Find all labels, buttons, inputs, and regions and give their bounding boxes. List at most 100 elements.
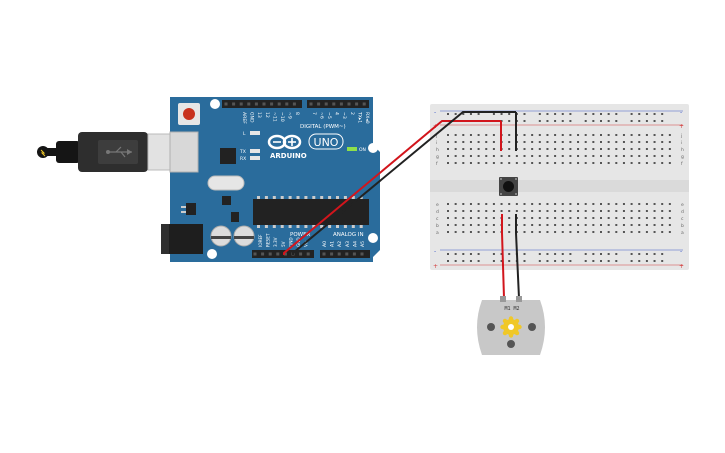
breadboard-hole[interactable]	[523, 155, 526, 157]
pin-hole[interactable]	[262, 102, 266, 106]
breadboard-hole[interactable]	[607, 217, 610, 219]
breadboard-hole[interactable]	[615, 203, 618, 205]
breadboard-hole[interactable]	[515, 203, 518, 205]
rail-hole[interactable]	[492, 260, 495, 262]
breadboard-hole[interactable]	[546, 217, 549, 219]
breadboard-hole[interactable]	[661, 203, 664, 205]
pin-hole[interactable]	[277, 102, 281, 106]
rail-hole[interactable]	[561, 260, 564, 262]
breadboard-hole[interactable]	[462, 162, 465, 164]
breadboard-hole[interactable]	[546, 155, 549, 157]
breadboard-hole[interactable]	[645, 141, 648, 143]
breadboard-hole[interactable]	[538, 210, 541, 212]
breadboard-hole[interactable]	[592, 231, 595, 233]
breadboard-hole[interactable]	[638, 231, 641, 233]
pin-hole[interactable]	[322, 252, 326, 256]
breadboard-hole[interactable]	[477, 155, 480, 157]
breadboard-hole[interactable]	[577, 141, 580, 143]
breadboard-hole[interactable]	[477, 134, 480, 136]
rail-hole[interactable]	[447, 260, 449, 262]
usb-port[interactable]	[169, 131, 199, 173]
breadboard-hole[interactable]	[523, 162, 526, 164]
breadboard-hole[interactable]	[462, 224, 465, 226]
rail-hole[interactable]	[477, 253, 480, 255]
rail-hole[interactable]	[661, 253, 664, 255]
pin-hole[interactable]	[283, 252, 287, 256]
breadboard-hole[interactable]	[615, 141, 618, 143]
rail-hole[interactable]	[638, 253, 641, 255]
pin-hole[interactable]	[224, 102, 228, 106]
wire-black-motor[interactable]	[515, 214, 520, 299]
breadboard-hole[interactable]	[569, 210, 572, 212]
breadboard-hole[interactable]	[523, 231, 526, 233]
rail-hole[interactable]	[500, 253, 503, 255]
breadboard-hole[interactable]	[561, 217, 564, 219]
breadboard-hole[interactable]	[447, 210, 449, 212]
rail-hole[interactable]	[645, 120, 648, 122]
breadboard-hole[interactable]	[622, 217, 625, 219]
rail-hole[interactable]	[630, 113, 633, 115]
breadboard-hole[interactable]	[531, 224, 534, 226]
breadboard-hole[interactable]	[454, 134, 457, 136]
breadboard-hole[interactable]	[469, 162, 472, 164]
rail-hole[interactable]	[523, 113, 526, 115]
breadboard-hole[interactable]	[462, 231, 465, 233]
breadboard-hole[interactable]	[477, 148, 480, 150]
breadboard-hole[interactable]	[477, 210, 480, 212]
breadboard-hole[interactable]	[615, 148, 618, 150]
rail-hole[interactable]	[546, 113, 549, 115]
breadboard-hole[interactable]	[607, 231, 610, 233]
breadboard-hole[interactable]	[523, 141, 526, 143]
pin-hole[interactable]	[332, 102, 336, 106]
rail-hole[interactable]	[569, 113, 572, 115]
breadboard-hole[interactable]	[531, 231, 534, 233]
breadboard-hole[interactable]	[638, 224, 641, 226]
breadboard-hole[interactable]	[546, 210, 549, 212]
breadboard-hole[interactable]	[569, 231, 572, 233]
pin-hole[interactable]	[362, 102, 366, 106]
breadboard-hole[interactable]	[477, 141, 480, 143]
breadboard-hole[interactable]	[447, 162, 449, 164]
breadboard-hole[interactable]	[600, 217, 602, 219]
breadboard-hole[interactable]	[661, 224, 664, 226]
pin-hole[interactable]	[306, 252, 310, 256]
breadboard-hole[interactable]	[622, 210, 625, 212]
rail-hole[interactable]	[645, 260, 648, 262]
breadboard-hole[interactable]	[569, 141, 572, 143]
rail-hole[interactable]	[661, 120, 664, 122]
rail-hole[interactable]	[454, 260, 457, 262]
rail-hole[interactable]	[508, 260, 511, 262]
rail-hole[interactable]	[462, 113, 465, 115]
rail-hole[interactable]	[630, 120, 633, 122]
breadboard-hole[interactable]	[485, 231, 488, 233]
breadboard-hole[interactable]	[577, 210, 580, 212]
pin-hole[interactable]	[247, 102, 251, 106]
rail-hole[interactable]	[615, 120, 618, 122]
breadboard-hole[interactable]	[569, 217, 572, 219]
rail-hole[interactable]	[561, 113, 564, 115]
breadboard-hole[interactable]	[592, 134, 595, 136]
breadboard-hole[interactable]	[661, 217, 664, 219]
breadboard-hole[interactable]	[508, 217, 511, 219]
breadboard-hole[interactable]	[584, 155, 587, 157]
breadboard-hole[interactable]	[607, 162, 610, 164]
breadboard-hole[interactable]	[561, 134, 564, 136]
digital-header-left[interactable]	[222, 100, 302, 108]
breadboard-hole[interactable]	[477, 231, 480, 233]
breadboard-hole[interactable]	[454, 155, 457, 157]
breadboard-hole[interactable]	[584, 148, 587, 150]
reset-button-cap[interactable]	[183, 108, 195, 120]
rail-hole[interactable]	[469, 113, 472, 115]
breadboard-hole[interactable]	[592, 203, 595, 205]
rail-hole[interactable]	[569, 253, 572, 255]
breadboard-hole[interactable]	[584, 134, 587, 136]
breadboard-hole[interactable]	[638, 148, 641, 150]
breadboard-hole[interactable]	[645, 217, 648, 219]
breadboard-hole[interactable]	[554, 231, 557, 233]
breadboard-hole[interactable]	[615, 162, 618, 164]
rail-hole[interactable]	[592, 253, 595, 255]
breadboard-hole[interactable]	[561, 203, 564, 205]
pin-hole[interactable]	[261, 252, 265, 256]
breadboard-hole[interactable]	[546, 224, 549, 226]
breadboard-hole[interactable]	[569, 203, 572, 205]
